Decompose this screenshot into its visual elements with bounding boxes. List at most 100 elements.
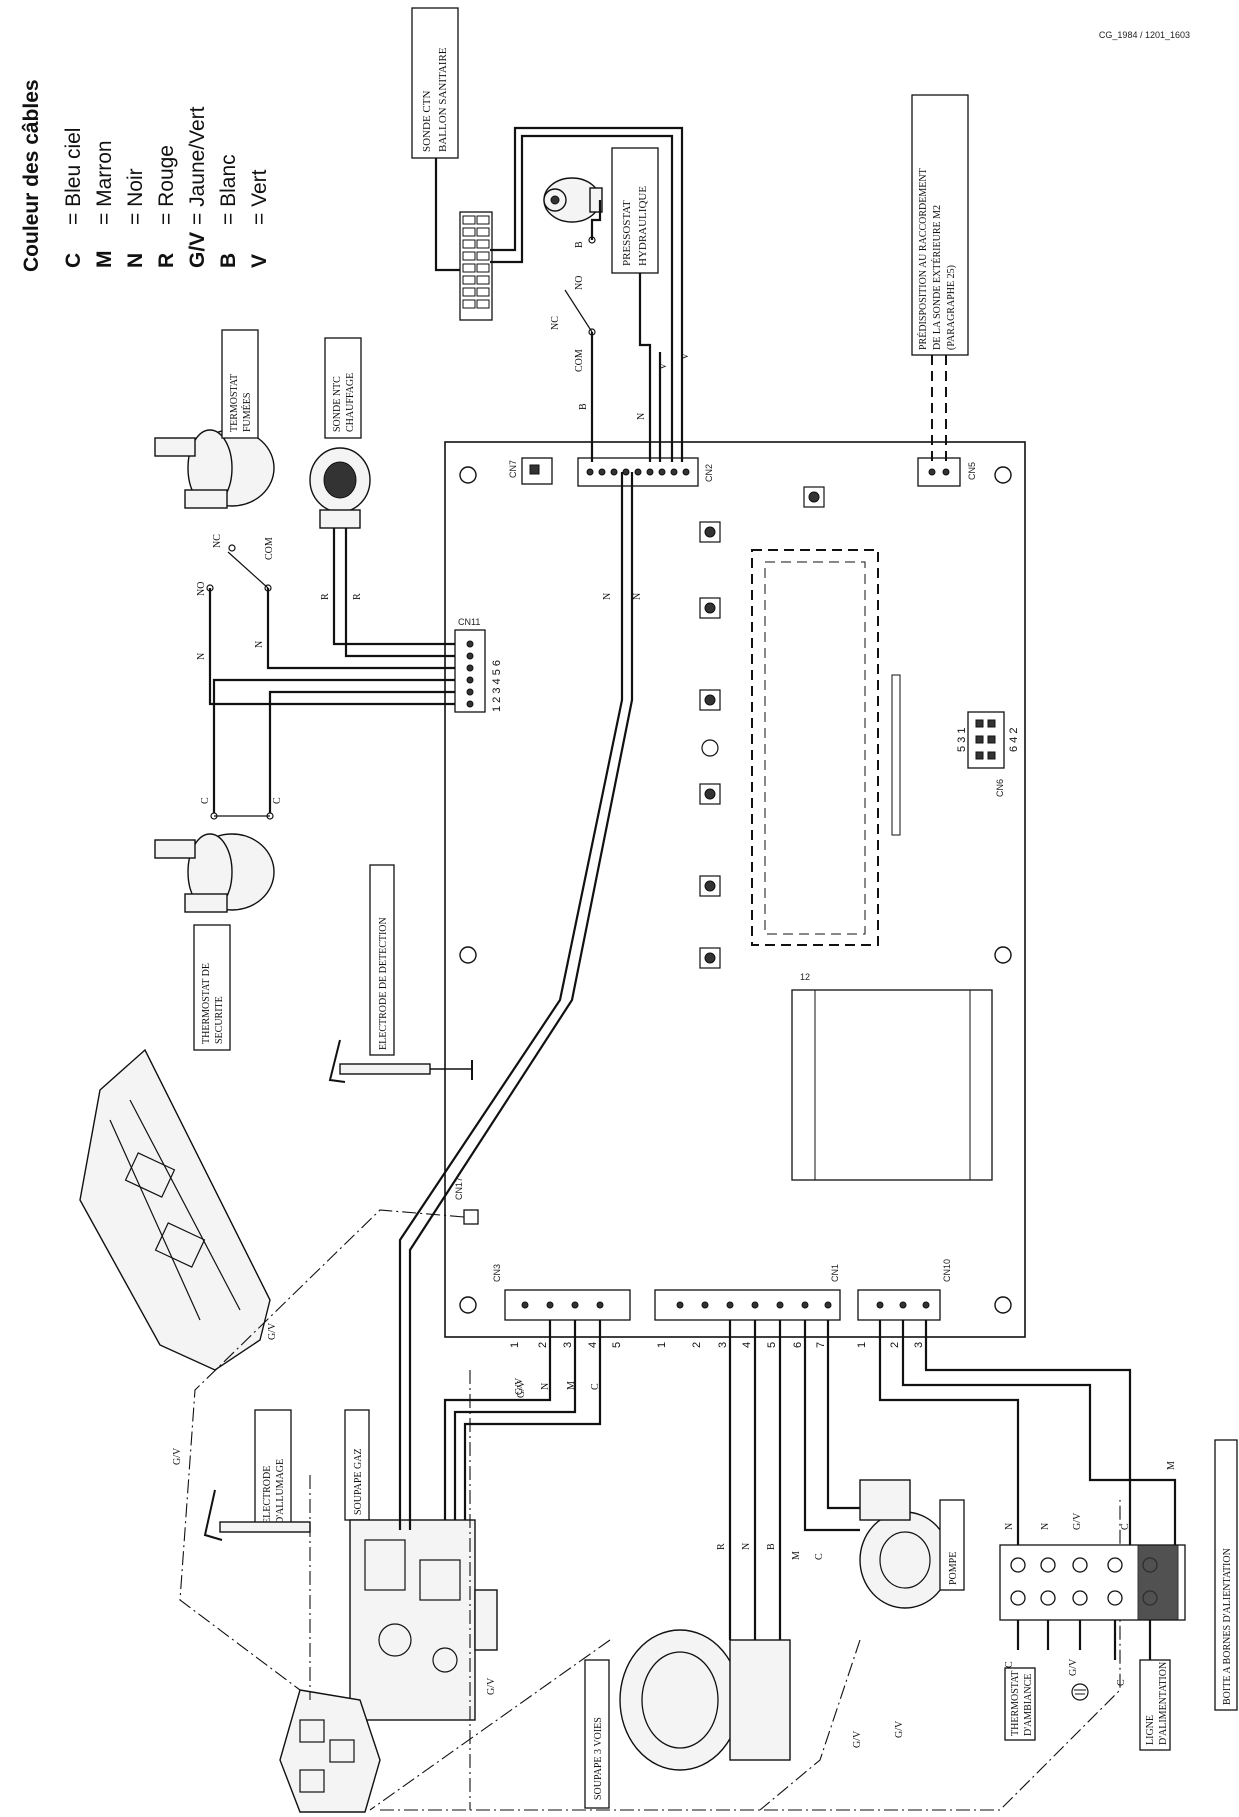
wire-n-d: N bbox=[632, 593, 643, 600]
sonde-exterieure-predisposition: PRÉDISPOSITION AU RACCORDEMENT DE LA SON… bbox=[911, 94, 969, 462]
mounting-hole bbox=[459, 946, 477, 964]
wire-c-box: C bbox=[1120, 1523, 1131, 1530]
cn11-label: CN11 bbox=[458, 617, 480, 627]
wire-n-a: N bbox=[196, 653, 207, 660]
legend-code: M bbox=[93, 251, 116, 269]
ligne-alimentation-label-box bbox=[1139, 1659, 1171, 1751]
cn3-connector bbox=[504, 1289, 631, 1321]
terminal-box: BOITE A BORNES D'ALIENTATION C G/V C M T… bbox=[999, 1439, 1238, 1751]
sonde-ctn-label-box bbox=[411, 7, 459, 159]
pressostat-label-box bbox=[611, 147, 659, 274]
cn17-connector bbox=[463, 1209, 479, 1225]
mounting-hole bbox=[994, 1296, 1012, 1314]
detection-lead: N N bbox=[398, 472, 643, 1530]
cn2-label: CN2 bbox=[704, 464, 714, 482]
boite-bornes-label-box bbox=[1214, 1439, 1238, 1711]
soupape-3-voies: SOUPAPE 3 VOIES R N B bbox=[584, 1320, 791, 1809]
mounting-hole bbox=[701, 739, 719, 757]
pressostat-label: PRESSOSTAT bbox=[621, 200, 633, 266]
soupape-gaz-label-box bbox=[344, 1409, 370, 1521]
pcb-outline bbox=[444, 441, 1026, 1338]
wire-n-3v: N bbox=[741, 1543, 752, 1550]
wire-r-a: R bbox=[320, 593, 331, 600]
cn6-pins-bottom: 6 4 2 bbox=[1008, 728, 1020, 752]
wire-c-b: C bbox=[272, 797, 283, 804]
predisposition-line-3: (PARAGRAPHE 25) bbox=[946, 265, 957, 350]
wire-label-n-top: N bbox=[636, 413, 647, 420]
svg-text:5: 5 bbox=[766, 1342, 778, 1348]
cn2-pins bbox=[586, 468, 690, 476]
pressostat-com-label: COM bbox=[574, 349, 585, 372]
svg-text:4: 4 bbox=[741, 1342, 753, 1348]
legend-meaning: = Noir bbox=[124, 168, 147, 225]
svg-text:1: 1 bbox=[509, 1342, 521, 1348]
mounting-hole bbox=[994, 946, 1012, 964]
pcb-buttons bbox=[699, 486, 825, 969]
thermostat-fumees-label: TERMOSTAT bbox=[229, 374, 240, 432]
earth-label-f: G/V bbox=[516, 1380, 527, 1398]
soupape-3-voies-label: SOUPAPE 3 VOIES bbox=[593, 1717, 604, 1800]
svg-text:5: 5 bbox=[611, 1342, 623, 1348]
main-pcb: 12 CN7 CN2 CN5 CN11 1 2 3 4 5 6 bbox=[444, 441, 1026, 1348]
legend-code: C bbox=[62, 253, 85, 268]
pressostat-no-label: NO bbox=[574, 276, 585, 290]
mounting-hole bbox=[459, 466, 477, 484]
cn11-wiring: NO NC COM N N R R C C bbox=[196, 528, 455, 820]
predisposition-line-2: DE LA SONDE EXTÉRIEURE M2 bbox=[931, 205, 943, 350]
legend-code: B bbox=[217, 253, 240, 268]
cn11-pin-numbers: 1 2 3 4 5 6 bbox=[491, 660, 503, 712]
display-area bbox=[751, 549, 879, 946]
svg-text:3: 3 bbox=[717, 1342, 729, 1348]
soupape-gaz: SOUPAPE GAZ bbox=[344, 1409, 498, 1721]
sonde-ntc-label: SONDE NTC bbox=[332, 376, 343, 432]
wire-n-c: N bbox=[602, 593, 613, 600]
wire-c-amb: C bbox=[1004, 1661, 1015, 1668]
pressostat-label-2: HYDRAULIQUE bbox=[637, 186, 649, 266]
legend-meaning: = Vert bbox=[248, 169, 271, 225]
wire-m-cn3: M bbox=[566, 1381, 577, 1390]
cn10-wiring: N N G/V C M bbox=[878, 1320, 1177, 1545]
earth-icon bbox=[1071, 1683, 1089, 1701]
thermo-fumees-com: COM bbox=[264, 537, 275, 560]
mounting-hole bbox=[994, 466, 1012, 484]
display-inner bbox=[764, 561, 866, 935]
svg-text:7: 7 bbox=[815, 1342, 827, 1348]
thermostat-securite-label-box bbox=[193, 924, 231, 1051]
cn6-label: CN6 bbox=[995, 779, 1005, 797]
earth-label-b: G/V bbox=[172, 1447, 183, 1465]
cn10-label: CN10 bbox=[942, 1259, 952, 1282]
sonde-ntc-chauffage: SONDE NTC CHAUFFAGE bbox=[309, 337, 371, 529]
legend-code: N bbox=[124, 253, 147, 268]
wire-r-b: R bbox=[352, 593, 363, 600]
wire-label-v: V bbox=[658, 362, 669, 370]
mounting-hole bbox=[459, 1296, 477, 1314]
svg-text:2: 2 bbox=[537, 1342, 549, 1348]
electrode-allumage-label-2: D'ALLUMAGE bbox=[275, 1459, 286, 1524]
pressostat-nc-label: NC bbox=[550, 316, 561, 330]
thermostat-securite: THERMOSTAT DE SECURITE bbox=[154, 833, 275, 1051]
burner-connector-illustration bbox=[279, 1689, 381, 1813]
cn6-pins-top: 5 3 1 bbox=[956, 728, 968, 752]
ligne-alimentation-label: LIGNE bbox=[1145, 1715, 1156, 1745]
thermostat-securite-label: THERMOSTAT DE bbox=[201, 963, 212, 1044]
wire-b-3v: B bbox=[766, 1543, 777, 1550]
sonde-ntc-label-2: CHAUFFAGE bbox=[345, 373, 356, 432]
cable-color-legend: Couleur des câbles C = Bleu ciel M = Mar… bbox=[20, 79, 271, 272]
thermostat-ambiance-label-2: D'AMBIANCE bbox=[1023, 1674, 1034, 1736]
electrode-detection-label-box bbox=[369, 864, 395, 1056]
thermo-fumees-nc: NC bbox=[212, 534, 223, 548]
top-wires: B V V N bbox=[434, 126, 691, 462]
cn1-connector bbox=[654, 1289, 841, 1321]
earth-label-c: G/V bbox=[486, 1677, 497, 1695]
predisposition-label-box bbox=[911, 94, 969, 356]
svg-text:6: 6 bbox=[792, 1342, 804, 1348]
legend-meaning: = Bleu ciel bbox=[62, 128, 85, 225]
thermostat-ambiance-label: THERMOSTAT bbox=[1010, 1671, 1021, 1736]
soupape-gaz-label: SOUPAPE GAZ bbox=[353, 1448, 364, 1515]
sonde-ctn-ballon: SONDE CTN BALLON SANITAIRE bbox=[411, 7, 493, 321]
wire-label-b-top: B bbox=[578, 403, 589, 410]
terminal-strip bbox=[459, 211, 493, 321]
cn5-connector bbox=[917, 457, 961, 487]
transformer-core bbox=[814, 989, 971, 1181]
